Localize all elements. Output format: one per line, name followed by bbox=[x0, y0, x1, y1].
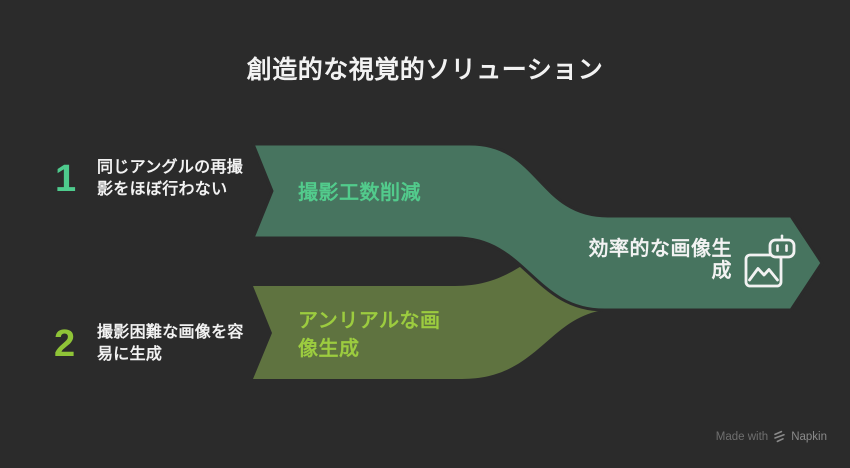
robot-eye-left bbox=[776, 244, 779, 252]
ribbon-bottom-label: アンリアルな画 像生成 bbox=[298, 307, 441, 363]
ribbon-bottom-label-line2: 像生成 bbox=[298, 338, 360, 360]
image-frame bbox=[744, 253, 783, 288]
napkin-logo-icon bbox=[774, 430, 785, 443]
result-label: 効率的な画像生 成 bbox=[552, 238, 732, 282]
result-label-line2: 成 bbox=[711, 260, 732, 282]
made-with-text: Made with bbox=[715, 430, 769, 443]
item-2-text-line1: 撮影困難な画像を容 bbox=[97, 324, 244, 341]
item-1-text: 同じアングルの再撮 影をほぼ行わない bbox=[97, 157, 243, 201]
item-1-text-line2: 影をほぼ行わない bbox=[97, 181, 228, 198]
robot-eye-right bbox=[785, 244, 788, 252]
item-1-number: 1 bbox=[55, 158, 77, 200]
item-2-text: 撮影困難な画像を容 易に生成 bbox=[97, 322, 244, 366]
robot-antenna-tip bbox=[780, 234, 784, 238]
ribbon-top-label: 撮影工数削減 bbox=[298, 179, 421, 207]
ribbon-bottom-label-line1: アンリアルな画 bbox=[298, 310, 441, 332]
mountain-glyph bbox=[748, 267, 779, 282]
item-2-number: 2 bbox=[54, 323, 76, 365]
diagram-title: 創造的な視覚的ソリューション bbox=[246, 56, 604, 84]
item-1-text-line1: 同じアングルの再撮 bbox=[97, 159, 244, 176]
item-2-text-line2: 易に生成 bbox=[97, 346, 163, 363]
robot-head bbox=[768, 238, 796, 259]
ribbon-top-arrow-shape bbox=[251, 142, 824, 312]
ribbon-top-label-line1: 撮影工数削減 bbox=[298, 182, 421, 204]
result-label-line1: 効率的な画像生 bbox=[588, 238, 732, 260]
ai-image-icon bbox=[744, 234, 796, 288]
made-with-napkin-link[interactable]: Made with Napkin bbox=[716, 430, 827, 443]
napkin-brand-text: Napkin bbox=[791, 430, 827, 443]
